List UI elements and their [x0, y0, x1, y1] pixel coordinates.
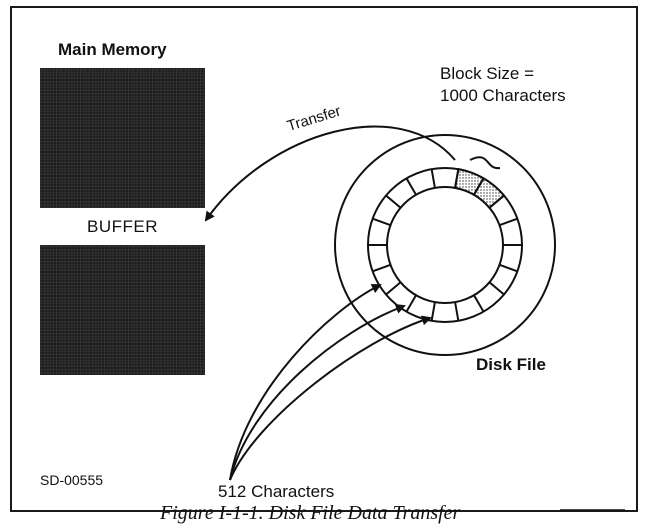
block-size-label-line2: 1000 Characters: [440, 86, 566, 106]
disk-file-label: Disk File: [476, 355, 546, 375]
pointer-arrow-1: [230, 285, 380, 480]
sector-divider: [474, 295, 484, 311]
sector-divider: [432, 302, 435, 321]
block-pointer-squiggle: [470, 157, 500, 168]
sector-divider: [373, 219, 391, 225]
disk-sectors: [368, 169, 522, 321]
sector-divider: [386, 282, 401, 294]
characters-label: 512 Characters: [218, 482, 334, 502]
sector-divider: [500, 219, 518, 225]
sector-divider: [407, 178, 417, 194]
sector-divider: [432, 169, 435, 188]
sector-divider: [386, 196, 401, 208]
sector-divider: [407, 295, 417, 311]
sector-divider: [500, 265, 518, 271]
figure-caption: Figure I-1-1. Disk File Data Transfer: [160, 502, 460, 525]
sector-divider: [489, 282, 504, 294]
block-size-label-line1: Block Size =: [440, 64, 534, 84]
pointer-arrow-3: [230, 318, 430, 480]
figure-code: SD-00555: [40, 472, 103, 488]
sector-divider: [373, 265, 391, 271]
sector-divider: [455, 302, 458, 321]
